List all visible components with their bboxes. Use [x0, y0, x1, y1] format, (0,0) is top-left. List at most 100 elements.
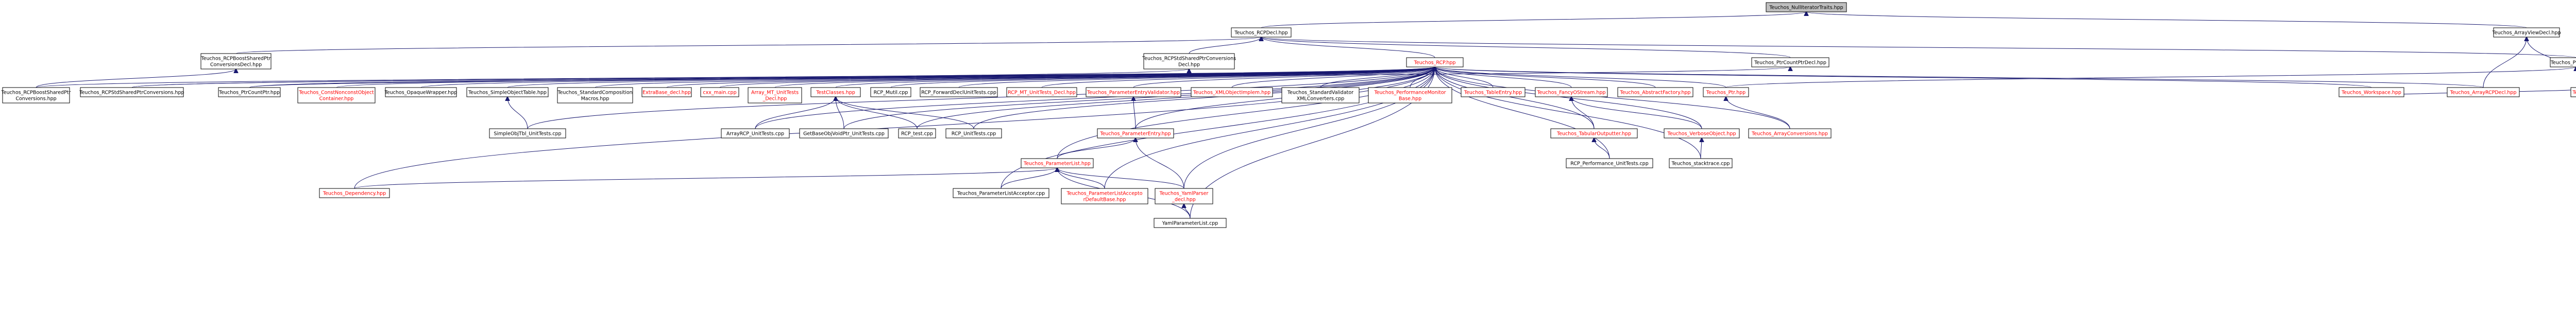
node-label: _decl.hpp [1172, 197, 1196, 203]
node-rcpdecl[interactable]: Teuchos_RCPDecl.hpp [1231, 27, 1292, 38]
node-label: Teuchos_RCP.hpp [1414, 60, 1456, 66]
edge-rcpdecl-to-null_it [1261, 12, 1806, 28]
node-label: TestClasses.hpp [816, 90, 855, 96]
node-box [557, 87, 633, 103]
node-box [1535, 87, 1608, 97]
node-yaml_pl[interactable]: YamlParameterList.cpp [1154, 218, 1227, 228]
node-box [200, 53, 272, 70]
node-box [1086, 87, 1181, 97]
node-array_mt[interactable]: Array_MT_UnitTests_Decl.hpp [748, 87, 802, 103]
node-xml_obj[interactable]: Teuchos_XMLObjectImplem.hpp [1191, 87, 1273, 97]
node-label: Teuchos_ArrayView.hpp [2572, 90, 2576, 96]
node-tabular[interactable]: Teuchos_TabularOutputter.hpp [1550, 128, 1638, 139]
edge-arrayrcpdecl-to-arrayviewdecl [2483, 37, 2527, 88]
node-abstract_factory[interactable]: Teuchos_AbstractFactory.hpp [1617, 87, 1693, 97]
node-box [1766, 2, 1847, 12]
node-box [1664, 128, 1740, 139]
node-label: Teuchos_AbstractFactory.hpp [1619, 90, 1690, 96]
node-box [319, 188, 390, 198]
node-simpleobj_ut[interactable]: SimpleObjTbl_UnitTests.cpp [489, 128, 566, 139]
node-rcp_perf[interactable]: RCP_Performance_UnitTests.cpp [1566, 158, 1653, 168]
node-pl_acceptor[interactable]: Teuchos_ParameterListAcceptor.cpp [953, 188, 1049, 198]
node-arrayview[interactable]: Teuchos_ArrayView.hpp [2570, 87, 2576, 97]
edge-rcp_fwd-to-rcp [958, 67, 1435, 88]
node-rcp_mutil[interactable]: RCP_Mutil.cpp [870, 87, 911, 97]
node-rcp_fwd[interactable]: RCP_ForwardDeclUnitTests.cpp [920, 87, 998, 97]
node-pl_acceptor_def[interactable]: Teuchos_ParameterListAcceptorDefaultBase… [1061, 188, 1148, 204]
node-extrabase[interactable]: ExtraBase_decl.hpp [641, 87, 692, 97]
node-yaml_decl[interactable]: Teuchos_YamlParser_decl.hpp [1155, 188, 1213, 204]
edge-ptrdecl-to-rcpdecl [1261, 37, 2576, 58]
edge-ptr-to-rcp [1435, 67, 1726, 88]
node-label: RCP_Performance_UnitTests.cpp [1570, 161, 1649, 167]
node-ptrcount[interactable]: Teuchos_PtrCountPtr.hpp [218, 87, 281, 97]
node-dependency[interactable]: Teuchos_Dependency.hpp [319, 188, 390, 198]
node-array_conv[interactable]: Teuchos_ArrayConversions.hpp [1748, 128, 1832, 139]
edge-pl_acceptor_def-to-pl [1057, 168, 1105, 189]
node-box [945, 128, 1002, 139]
node-cxx_main[interactable]: cxx_main.cpp [700, 87, 739, 97]
node-ptrcountdecl[interactable]: Teuchos_PtrCountPtrDecl.hpp [1751, 57, 1829, 67]
node-label: Base.hpp [1399, 96, 1421, 102]
node-box [721, 128, 790, 139]
node-opaque[interactable]: Teuchos_OpaqueWrapper.hpp [384, 87, 457, 97]
node-pl_entry[interactable]: Teuchos_ParameterEntry.hpp [1097, 128, 1174, 139]
node-std_conv[interactable]: Teuchos_RCPStdSharedPtrConversions.hpp [79, 87, 184, 97]
edge-std_conv_decl-to-rcpdecl [1189, 37, 1261, 54]
node-pl[interactable]: Teuchos_ParameterList.hpp [1021, 158, 1094, 168]
node-getbase_ut[interactable]: GetBaseObjVoidPtr_UnitTests.cpp [799, 128, 889, 139]
node-box [2493, 27, 2560, 38]
node-label: Teuchos_ArrayViewDecl.hpp [2492, 30, 2561, 36]
node-label: RCP_Mutil.cpp [874, 90, 908, 96]
node-arrayrcpdecl[interactable]: Teuchos_ArrayRCPDecl.hpp [2447, 87, 2520, 97]
node-std_xml[interactable]: Teuchos_StandardValidatorXMLConverters.c… [1281, 87, 1360, 103]
node-box [1669, 158, 1733, 168]
node-box [385, 87, 457, 97]
node-label: Teuchos_SimpleObjectTable.hpp [468, 90, 547, 96]
node-box [1566, 158, 1653, 168]
node-box [1703, 87, 1749, 97]
node-testclasses[interactable]: TestClasses.hpp [810, 87, 861, 97]
node-stacktrace[interactable]: Teuchos_stacktrace.cpp [1669, 158, 1733, 168]
node-rcp_ut[interactable]: RCP_UnitTests.cpp [945, 128, 1002, 139]
node-label: cxx_main.cpp [703, 90, 736, 96]
node-label: Teuchos_StandardComposition [557, 90, 632, 96]
node-verbose[interactable]: Teuchos_VerboseObject.hpp [1664, 128, 1740, 139]
edge-ptrcount-to-rcp [249, 67, 1435, 88]
node-workspace[interactable]: Teuchos_Workspace.hpp [2338, 87, 2404, 97]
edge-arrayrcpdecl-to-rcp [1435, 67, 2484, 88]
node-label: Teuchos_NullIteratorTraits.hpp [1769, 5, 1843, 11]
edge-rcp_perf-to-rcp [1435, 67, 1610, 159]
node-ptrdecl[interactable]: Teuchos_PtrDecl.hpp [2550, 57, 2576, 67]
edge-rcp_perf-to-tabular [1594, 138, 1610, 159]
node-arrayrcp_ut[interactable]: ArrayRCP_UnitTests.cpp [721, 128, 790, 139]
node-box [1751, 57, 1829, 67]
node-pl_entry_val[interactable]: Teuchos_ParameterEntryValidator.hpp [1086, 87, 1181, 97]
node-simpleobjtable[interactable]: Teuchos_SimpleObjectTable.hpp [466, 87, 549, 97]
node-boost_conv_decl[interactable]: Teuchos_RCPBoostSharedPtrConversionsDecl… [200, 53, 272, 70]
node-label: _Decl.hpp [762, 96, 787, 102]
node-arrayviewdecl[interactable]: Teuchos_ArrayViewDecl.hpp [2492, 27, 2561, 38]
node-label: Teuchos_PtrDecl.hpp [2550, 60, 2576, 66]
node-label: XMLConverters.cpp [1297, 96, 1345, 102]
node-rcp_mt[interactable]: RCP_MT_UnitTests_Decl.hpp [1006, 87, 1077, 97]
node-box [1143, 53, 1235, 70]
edge-getbase_ut-to-testclasses [836, 97, 844, 129]
node-ptr[interactable]: Teuchos_Ptr.hpp [1703, 87, 1749, 97]
node-box [1368, 87, 1452, 103]
node-box [748, 87, 802, 103]
node-rcp[interactable]: Teuchos_RCP.hpp [1406, 57, 1464, 67]
node-rcp_test[interactable]: RCP_test.cpp [898, 128, 936, 139]
node-table_entry[interactable]: Teuchos_TableEntry.hpp [1461, 87, 1526, 97]
edge-std_xml-to-rcp [1320, 67, 1435, 88]
node-std_conv_decl[interactable]: Teuchos_RCPStdSharedPtrConversionsDecl.h… [1142, 53, 1236, 70]
edge-verbose-to-fancy_ostream [1571, 97, 1702, 129]
edge-rcp_ut-to-testclasses [836, 97, 974, 129]
edge-xml_obj-to-rcp [1231, 67, 1435, 88]
node-fancy_ostream[interactable]: Teuchos_FancyOStream.hpp [1535, 87, 1608, 97]
edge-rcp-to-rcpdecl [1261, 37, 1435, 58]
